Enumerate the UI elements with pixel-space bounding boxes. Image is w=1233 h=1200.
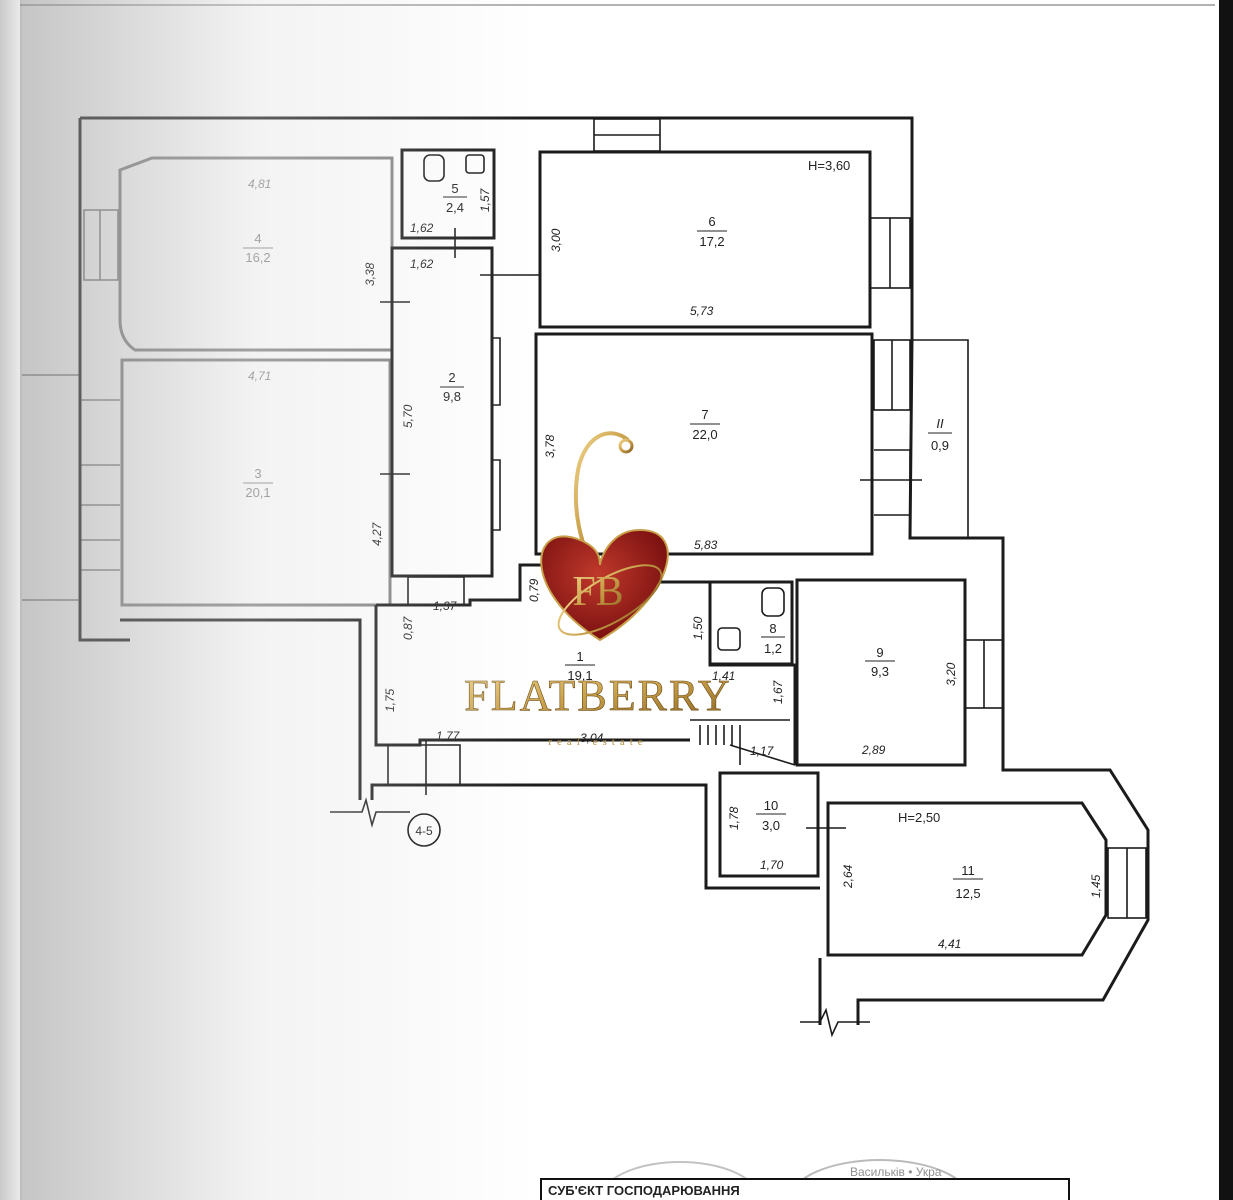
room-4-area: 16,2: [245, 250, 270, 265]
room-10: [718, 771, 846, 878]
dim-r3-top: 4,71: [248, 369, 271, 383]
room-10-area: 3,0: [762, 818, 780, 833]
dim-r6-w: 5,73: [690, 304, 714, 318]
room-II: [912, 339, 969, 538]
dim-r5-w: 1,62: [410, 221, 434, 235]
dim-r1-f: 3,04: [580, 731, 604, 745]
logo-tagline: real estate: [548, 736, 647, 748]
room-9: [795, 578, 1004, 767]
room-11: [826, 801, 1147, 957]
room-8-wc: [708, 580, 794, 666]
room-2-area: 9,8: [443, 389, 461, 404]
scan-right-edge: [1219, 0, 1233, 1200]
axis-label: 4-5: [415, 824, 433, 838]
dim-r1-g: 1,50: [691, 616, 705, 640]
dim-r11-w: 4,41: [938, 937, 961, 951]
official-stamp: Васильків • Укра: [599, 1159, 971, 1200]
room-3-area: 20,1: [245, 485, 270, 500]
dim-r9-h: 3,20: [944, 662, 958, 686]
logo-monogram: FB: [572, 569, 623, 615]
room-2-no: 2: [448, 370, 455, 385]
footer-caption: СУБ'ЄКТ ГОСПОДАРЮВАННЯ: [540, 1178, 1070, 1200]
height-labels: H=3,60 H=2,50: [808, 158, 940, 825]
room-2: [380, 246, 501, 606]
room-6-no: 6: [708, 214, 715, 229]
room-10-no: 10: [764, 798, 778, 813]
dim-r6-h: 3,00: [549, 228, 563, 252]
flatberry-watermark: FB FLATBERRY real estate: [464, 431, 731, 748]
dim-r1-e: 1,77: [436, 729, 461, 743]
dim-r1-b: 0,87: [401, 615, 415, 640]
room-4-no: 4: [254, 231, 261, 246]
scan-left-edge: [0, 0, 22, 1200]
dim-r10-h: 1,78: [727, 806, 741, 830]
room-II-area: 0,9: [931, 438, 949, 453]
dim-r11-r: 1,45: [1089, 874, 1103, 898]
room-11-no: 11: [961, 863, 975, 878]
dim-r4-side: 3,38: [363, 262, 377, 286]
stamp-text: Васильків • Укра: [850, 1165, 942, 1179]
room-8-area: 1,2: [764, 641, 782, 656]
dim-r7-h: 3,78: [543, 434, 557, 458]
room-11-area: 12,5: [955, 886, 980, 901]
dim-r2-h: 5,70: [401, 404, 415, 428]
room-1-area: 19,1: [567, 668, 592, 683]
room-6-area: 17,2: [699, 234, 724, 249]
dim-r1-d: 1,75: [383, 688, 397, 712]
dim-r2-w: 1,62: [410, 257, 434, 271]
room-7: [534, 332, 922, 556]
heart-icon: [540, 528, 669, 642]
room-7-no: 7: [701, 407, 708, 422]
dim-r5-h: 1,57: [478, 187, 492, 212]
logo-brand: FLATBERRY: [464, 671, 731, 720]
room-3-no: 3: [254, 466, 261, 481]
dim-r1-a: 0,79: [527, 578, 541, 602]
dim-r1-i: 1,67: [771, 679, 785, 704]
dim-r1-c: 1,37: [433, 599, 458, 613]
room-8-no: 8: [769, 621, 776, 636]
dim-r7-w: 5,83: [694, 538, 718, 552]
dim-r11-h: 2,64: [841, 864, 855, 889]
dim-r3-side: 4,27: [370, 521, 384, 546]
room-9-no: 9: [876, 645, 883, 660]
room-5-no: 5: [451, 181, 458, 196]
dimension-labels: 4,81 4,71 3,38 4,27 1,62 1,57 1,62 5,70 …: [248, 177, 1103, 951]
room-9-area: 9,3: [871, 664, 889, 679]
dim-r4-top: 4,81: [248, 177, 271, 191]
room-7-area: 22,0: [692, 427, 717, 442]
dim-r10-w: 1,70: [760, 858, 784, 872]
room-1-no: 1: [576, 649, 583, 664]
room-6: [480, 150, 911, 329]
height-lower: H=2,50: [898, 810, 940, 825]
room-5-area: 2,4: [446, 200, 464, 215]
room-II-no: II: [936, 416, 944, 431]
dim-r9-w: 2,89: [861, 743, 886, 757]
left-rooms: [22, 156, 394, 607]
dim-r1-h: 1,41: [712, 669, 735, 683]
height-top: H=3,60: [808, 158, 850, 173]
dim-r1-j: 1,17: [750, 744, 775, 758]
